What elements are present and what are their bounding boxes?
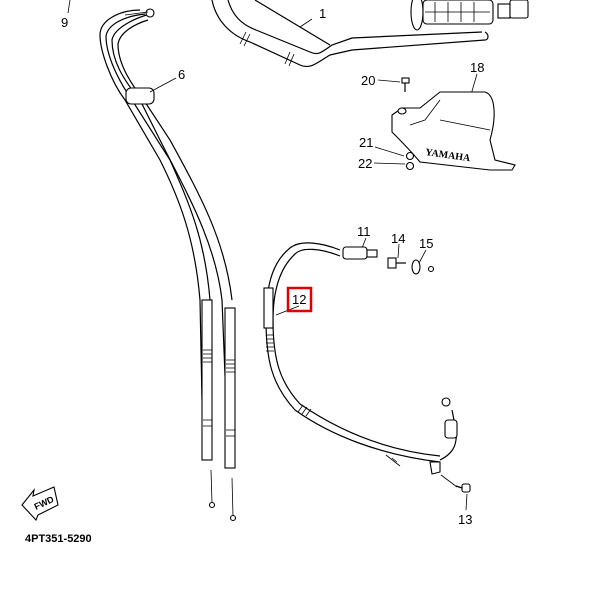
clutch-cable-part-12[interactable] <box>263 242 458 475</box>
callout-1[interactable]: 1 <box>319 6 326 21</box>
callout-20[interactable]: 20 <box>361 73 375 88</box>
bolt-part-13[interactable] <box>455 483 471 493</box>
hand-guard-part-18[interactable]: YAMAHA <box>391 91 516 171</box>
bolt-part-14[interactable] <box>387 257 406 269</box>
callout-11[interactable]: 11 <box>357 224 371 239</box>
washer-part-15[interactable] <box>411 259 435 275</box>
nut-part-21[interactable] <box>405 151 415 161</box>
handlebar-part-1[interactable] <box>211 0 489 68</box>
callout-12[interactable]: 12 <box>292 292 306 307</box>
callout-22[interactable]: 22 <box>358 156 372 171</box>
screw-part-20[interactable] <box>401 77 410 92</box>
diagram-code: 4PT351-5290 <box>25 533 92 545</box>
callout-15[interactable]: 15 <box>419 236 433 251</box>
callout-6[interactable]: 6 <box>178 67 185 82</box>
callout-14[interactable]: 14 <box>391 231 405 246</box>
highlight-box <box>286 286 313 313</box>
callout-18[interactable]: 18 <box>470 60 484 75</box>
grip <box>410 0 529 31</box>
callout-13[interactable]: 13 <box>458 512 472 527</box>
nut-part-22[interactable] <box>405 161 415 171</box>
callout-9[interactable]: 9 <box>61 15 68 30</box>
fwd-arrow-icon: FWD <box>21 486 59 522</box>
callout-21[interactable]: 21 <box>359 135 373 150</box>
throttle-cables-part-9[interactable] <box>99 8 237 522</box>
